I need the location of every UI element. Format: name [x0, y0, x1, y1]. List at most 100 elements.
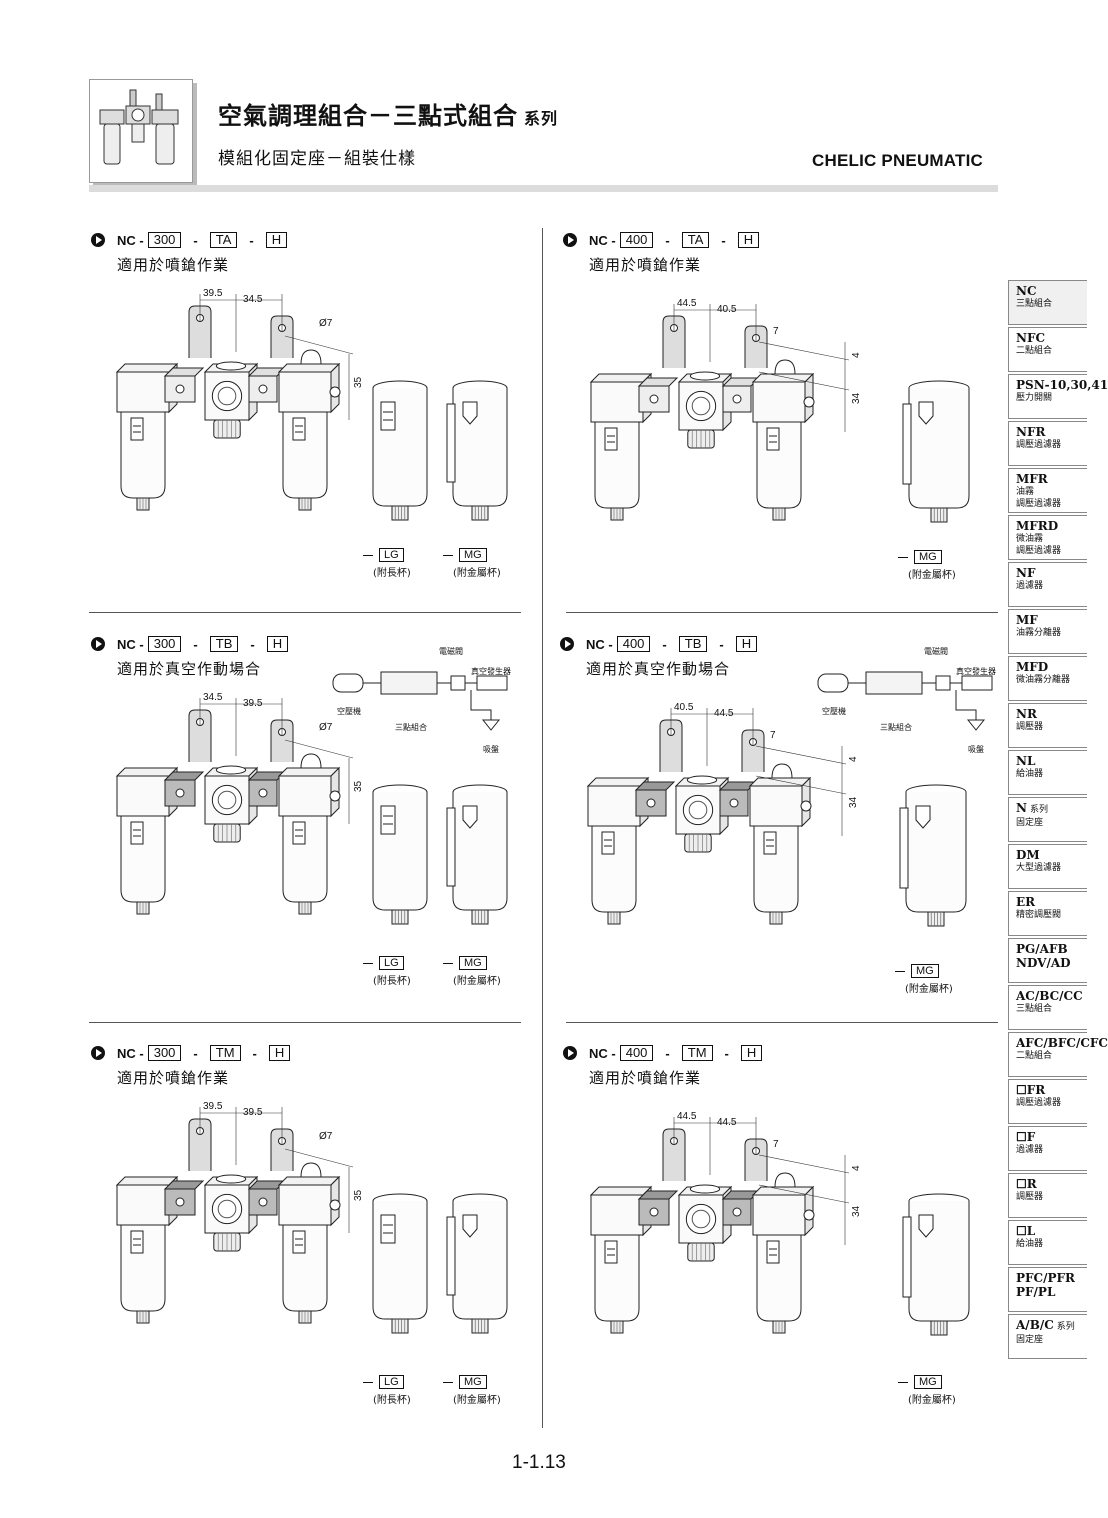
row-divider	[566, 612, 998, 613]
leader-line	[363, 962, 373, 964]
model-suffix: H	[735, 636, 758, 652]
usage-description: 適用於噴鎗作業	[117, 1069, 230, 1087]
sidebar-code-text: MF	[1016, 613, 1038, 627]
model-number: NC -300-TB-H	[91, 636, 292, 652]
option-code: MG	[443, 1375, 487, 1389]
schematic-label-compressor: 空壓機	[822, 707, 846, 716]
schematic-label-suction-cup: 吸盤	[483, 745, 499, 754]
option-code: LG	[363, 956, 404, 970]
sidebar-code-text: MFD	[1016, 660, 1049, 674]
bowl-options-drawing	[372, 380, 508, 521]
bowl-options-drawing	[902, 380, 970, 523]
spacer-module	[721, 377, 761, 413]
sidebar-item-name: 調壓過濾器	[1016, 1098, 1062, 1108]
metal-bowl-option	[446, 380, 508, 521]
usage-description: 適用於真空作動場合	[586, 660, 731, 678]
model-prefix: NC -	[589, 1045, 616, 1061]
regulator-unit	[203, 765, 259, 843]
model-prefix: NC -	[589, 232, 616, 248]
sidebar-item-name: NDV/AD	[1016, 956, 1071, 970]
leader-line	[898, 1381, 908, 1383]
arrow-bullet-icon	[560, 637, 574, 651]
model-dash: -	[662, 636, 667, 652]
row-divider	[89, 1022, 521, 1023]
model-dash: -	[193, 636, 198, 652]
metal-bowl-option	[446, 784, 508, 925]
sidebar-code-text: NL	[1016, 754, 1036, 768]
leader-line	[363, 554, 373, 556]
option-code-box: MG	[459, 956, 487, 970]
lubricator-unit	[751, 359, 815, 521]
model-suffix: H	[737, 232, 760, 248]
sidebar-item-name: 精密調壓閥	[1016, 910, 1062, 920]
option-code: MG	[898, 1375, 942, 1389]
lubricator-unit	[277, 1162, 341, 1324]
sidebar-code-text: PSN-10,30,41	[1016, 378, 1108, 392]
spacer-module	[637, 377, 679, 413]
sidebar-code-suffix: 系列	[1029, 805, 1048, 815]
schematic-label-vacuum-generator: 真空發生器	[471, 667, 511, 676]
dimension-label: 44.5	[717, 1117, 737, 1128]
option-code-box: LG	[379, 956, 404, 970]
sidebar-item-name: 微油霧	[1016, 534, 1044, 544]
dimension-label: 40.5	[674, 702, 694, 713]
sidebar-code-text: NC	[1016, 284, 1037, 298]
model-type: TB	[678, 636, 708, 652]
sidebar-item-code: ☐F	[1016, 1130, 1087, 1144]
sidebar-item-code: NL	[1016, 754, 1087, 768]
sidebar-code-text: MFR	[1016, 472, 1048, 486]
sidebar-item-name: 固定座	[1016, 1335, 1044, 1345]
model-dash: -	[252, 1045, 257, 1061]
option-caption: (附金屬杯)	[453, 976, 501, 987]
model-size: 300	[147, 1045, 182, 1061]
arrow-bullet-icon	[563, 1046, 577, 1060]
sidebar-code-text: ☐R	[1016, 1177, 1037, 1191]
option-code-box: MG	[911, 964, 939, 978]
model-type: TB	[209, 636, 239, 652]
metal-bowl-option	[446, 1193, 508, 1334]
sidebar-code-text: NR	[1016, 707, 1037, 721]
dimension-label: 34.5	[243, 294, 263, 305]
model-size: 400	[616, 636, 651, 652]
model-prefix: NC -	[117, 1045, 144, 1061]
model-number: NC -400-TB-H	[560, 636, 761, 652]
dimension-label: 4	[851, 1165, 862, 1171]
page-number: 1-1.13	[512, 1452, 566, 1473]
regulator-unit	[203, 361, 259, 439]
model-dash: -	[721, 232, 726, 248]
model-dash: -	[193, 232, 198, 248]
model-number: NC -300-TM-H	[91, 1045, 294, 1061]
model-dash: -	[665, 232, 670, 248]
option-code-box: MG	[914, 550, 942, 564]
usage-description: 適用於噴鎗作業	[589, 256, 702, 274]
model-suffix: H	[268, 1045, 291, 1061]
sidebar-item-code: NR	[1016, 707, 1087, 721]
sidebar-item-name: PF/PL	[1016, 1285, 1056, 1299]
